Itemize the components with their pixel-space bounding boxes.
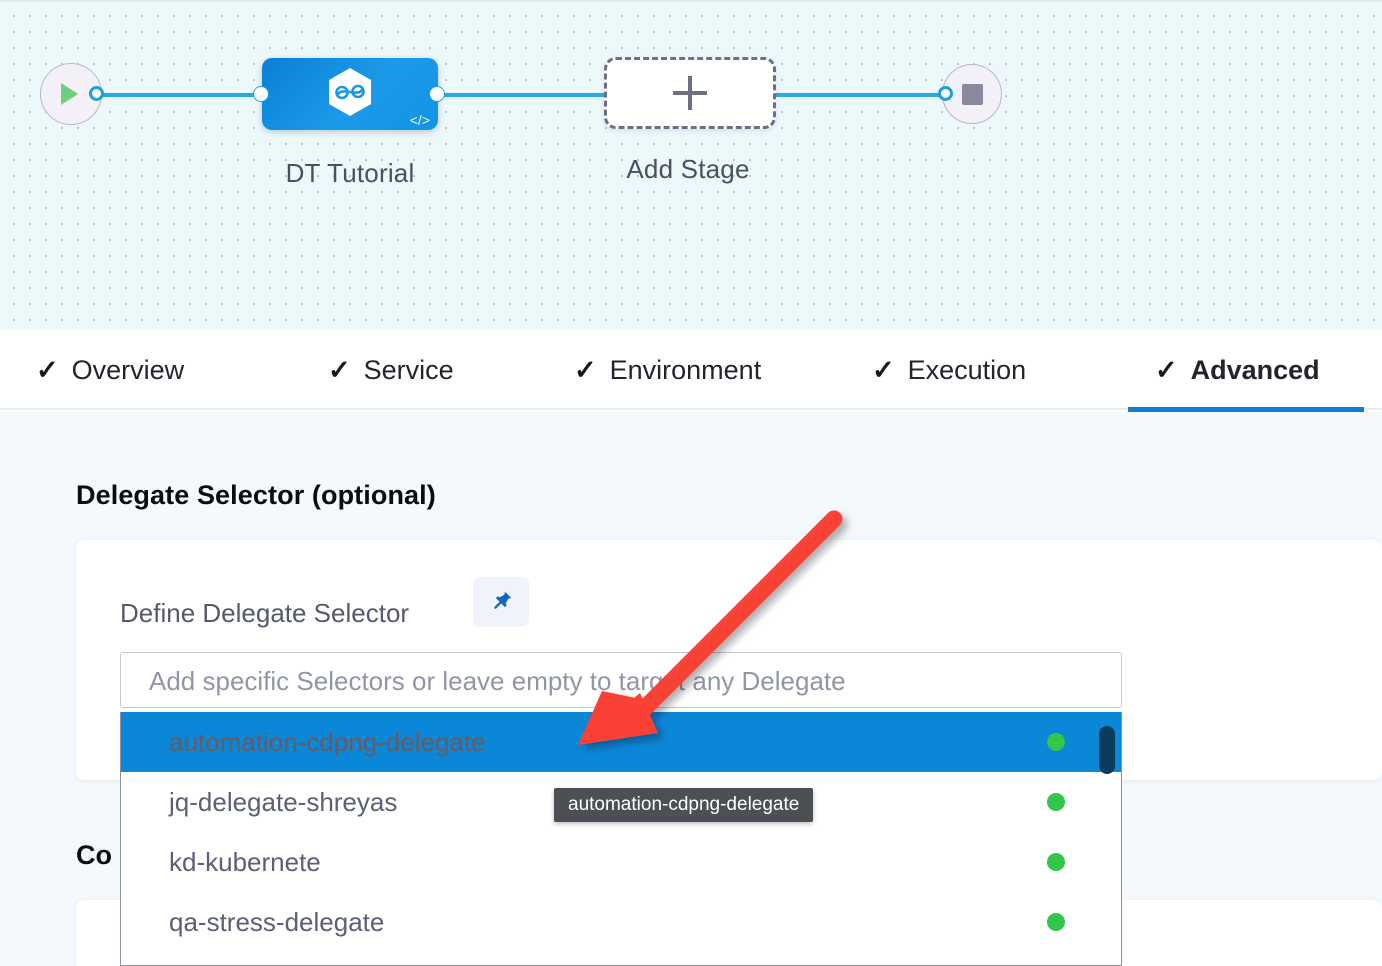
connector-start-to-stage bbox=[96, 93, 268, 97]
delegate-selector-placeholder: Add specific Selectors or leave empty to… bbox=[149, 666, 846, 696]
harness-hexagon-icon bbox=[329, 68, 371, 116]
delegate-option-label: qa-stress-delegate bbox=[169, 906, 385, 937]
list-item[interactable]: kd-kubernete bbox=[121, 832, 1121, 892]
pipeline-canvas[interactable]: </> DT Tutorial Add Stage bbox=[0, 0, 1382, 330]
page-title: Delegate Selector (optional) bbox=[76, 480, 436, 510]
tab-advanced-label: Advanced bbox=[1190, 354, 1320, 385]
delegate-selector-dropdown[interactable]: automation-cdpng-delegate jq-delegate-sh… bbox=[120, 712, 1122, 966]
tab-environment[interactable]: ✓ Environment bbox=[574, 330, 761, 410]
tab-service-label: Service bbox=[363, 354, 454, 385]
tab-overview[interactable]: ✓ Overview bbox=[36, 330, 184, 410]
dropdown-scrollbar[interactable] bbox=[1099, 716, 1115, 962]
end-node-input-port[interactable] bbox=[938, 86, 953, 101]
conditional-execution-title: Co bbox=[76, 840, 112, 870]
pushpin-icon bbox=[494, 591, 512, 609]
status-dot-connected bbox=[1047, 913, 1065, 931]
check-icon: ✓ bbox=[574, 354, 597, 385]
delegate-option-label: kd-kubernete bbox=[169, 846, 321, 877]
stage-node-label: DT Tutorial bbox=[285, 158, 415, 188]
dropdown-scrollbar-thumb[interactable] bbox=[1099, 726, 1115, 774]
plus-icon-vertical bbox=[688, 76, 692, 110]
stage-node-input-port[interactable] bbox=[254, 87, 268, 101]
list-item[interactable]: jq-delegate-shreyas bbox=[121, 772, 1121, 832]
status-dot-connected bbox=[1047, 793, 1065, 811]
tab-overview-label: Overview bbox=[71, 354, 185, 385]
code-angle-brackets-icon: </> bbox=[409, 112, 430, 128]
status-dot-connected bbox=[1047, 733, 1065, 751]
tab-advanced[interactable]: ✓ Advanced bbox=[1128, 330, 1364, 412]
start-node-output-port[interactable] bbox=[89, 86, 104, 101]
tab-environment-label: Environment bbox=[609, 354, 762, 385]
stage-node-dt-tutorial[interactable]: </> bbox=[262, 58, 438, 130]
tab-execution-label: Execution bbox=[907, 354, 1027, 385]
stage-config-tabbar: ✓ Overview ✓ Service ✓ Environment ✓ Exe… bbox=[0, 330, 1382, 412]
define-delegate-selector-label: Define Delegate Selector bbox=[120, 598, 410, 628]
delegate-option-label: jq-delegate-shreyas bbox=[169, 786, 398, 817]
check-icon: ✓ bbox=[872, 354, 895, 385]
list-item[interactable]: automation-cdpng-delegate bbox=[121, 712, 1121, 772]
stop-square-icon bbox=[962, 84, 983, 105]
check-icon: ✓ bbox=[1155, 354, 1178, 385]
delegate-option-tooltip: automation-cdpng-delegate bbox=[554, 788, 814, 822]
tab-service[interactable]: ✓ Service bbox=[328, 330, 454, 410]
delegate-option-label: automation-cdpng-delegate bbox=[169, 726, 486, 757]
delegate-selector-input[interactable]: Add specific Selectors or leave empty to… bbox=[120, 652, 1122, 708]
tab-execution[interactable]: ✓ Execution bbox=[872, 330, 1026, 410]
pin-delegate-selector-button[interactable] bbox=[473, 577, 529, 627]
canvas-top-divider bbox=[0, 0, 1382, 2]
check-icon: ✓ bbox=[36, 354, 59, 385]
play-icon bbox=[61, 83, 78, 105]
connector-stage-to-addstage bbox=[436, 93, 616, 97]
check-icon: ✓ bbox=[328, 354, 351, 385]
add-stage-label: Add Stage bbox=[626, 154, 750, 184]
connector-addstage-to-end bbox=[772, 93, 950, 97]
add-stage-button[interactable] bbox=[604, 57, 776, 129]
stage-node-output-port[interactable] bbox=[430, 87, 444, 101]
list-item[interactable]: qa-stress-delegate bbox=[121, 892, 1121, 952]
status-dot-connected bbox=[1047, 853, 1065, 871]
